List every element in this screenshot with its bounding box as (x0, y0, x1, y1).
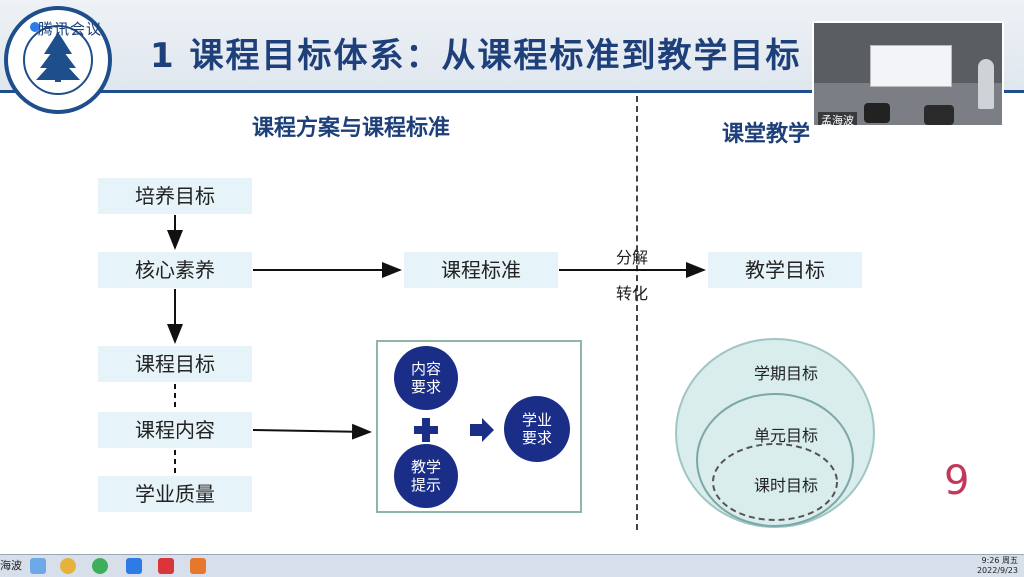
clock-time: 9:26 周五 (981, 556, 1018, 565)
video-projector-screen (870, 45, 952, 87)
chrome-icon[interactable] (60, 558, 76, 574)
circle-teaching-tip: 教学 提示 (394, 444, 458, 508)
box-academic-quality: 学业质量 (98, 476, 252, 512)
box-course-goal: 课程目标 (98, 346, 252, 382)
taskbar-user-label: 海波 (0, 559, 22, 572)
section-divider (636, 96, 638, 530)
label-unit-goal: 单元目标 (753, 426, 818, 445)
video-chair (864, 103, 890, 123)
plus-icon (414, 418, 438, 442)
box-teaching-goal: 教学目标 (708, 252, 862, 288)
tencent-meeting-icon (30, 22, 40, 32)
browser-icon[interactable] (92, 558, 108, 574)
right-heading: 课堂教学 (722, 122, 811, 147)
windows-taskbar: 海波 9:26 周五 2022/9/23 (0, 554, 1024, 577)
slide-title: 1 课程目标体系：从课程标准到教学目标 (150, 36, 802, 76)
tencent-meeting-task-icon[interactable] (126, 558, 142, 574)
arrow-label-transform: 转化 (616, 284, 649, 303)
video-chair (924, 105, 954, 125)
meeting-app-label: 腾讯会议 (38, 20, 103, 38)
box-course-content: 课程内容 (98, 412, 252, 448)
taskbar-clock: 9:26 周五 2022/9/23 (977, 556, 1018, 576)
circle-academic-requirement: 学业 要求 (504, 396, 570, 462)
box-core-literacy: 核心素养 (98, 252, 252, 288)
start-icon[interactable] (30, 558, 46, 574)
box-course-standard: 课程标准 (404, 252, 558, 288)
box-training-goal: 培养目标 (98, 178, 252, 214)
label-semester-goal: 学期目标 (753, 364, 818, 383)
wps-icon[interactable] (158, 558, 174, 574)
arrow-label-decompose: 分解 (616, 248, 649, 267)
left-heading: 课程方案与课程标准 (252, 116, 451, 141)
label-lesson-goal: 课时目标 (753, 476, 818, 495)
clock-date: 2022/9/23 (976, 566, 1018, 575)
nested-goals-diagram (675, 338, 875, 528)
connector-arrows (167, 215, 706, 474)
arrow-content-to-diagram (252, 423, 372, 440)
circle-content-requirement: 内容 要求 (394, 346, 458, 410)
header-divider (0, 90, 1024, 93)
university-logo (4, 6, 112, 114)
page-number: 9 (944, 458, 970, 504)
arrow-right-icon (470, 418, 494, 442)
video-speaker (978, 59, 994, 109)
participant-video[interactable]: 孟海波 (812, 21, 1004, 127)
participant-name: 孟海波 (818, 112, 857, 125)
presentation-icon[interactable] (190, 558, 206, 574)
